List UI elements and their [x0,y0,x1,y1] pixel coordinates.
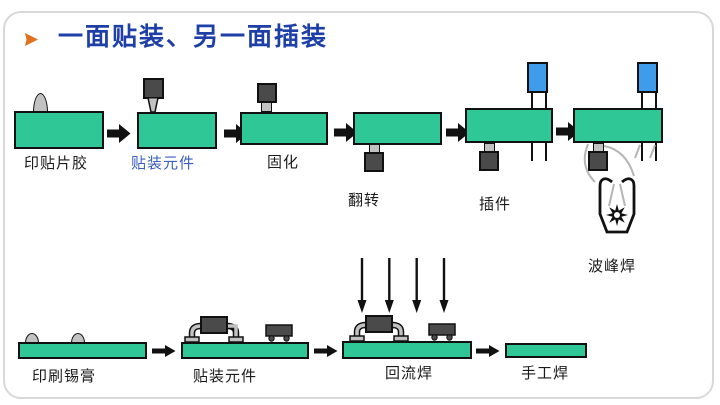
step-label: 印贴片胶 [24,154,89,172]
flow-arrow-icon [152,345,176,357]
component-body [588,151,608,171]
pcb-board [137,112,217,149]
step-label: 翻转 [348,191,381,209]
bullet-icon [25,33,38,46]
component-body [479,151,499,171]
component-pedestal [261,102,272,112]
flow-arrow-icon [107,124,131,143]
flow-arrow-icon [476,345,500,357]
step-label: 固化 [267,153,300,171]
step-label: 插件 [479,195,512,213]
component-body [364,152,384,172]
step-label: 手工焊 [521,364,570,382]
step-label: 贴装元件 [193,367,258,385]
placement-nozzle-head [143,78,164,99]
chip-component-icon [428,323,456,341]
step-label: 回流焊 [385,364,434,382]
slide-border [3,11,714,399]
pcb-board [465,108,553,143]
smd-ic-icon [349,315,409,342]
pcb-board [505,343,587,358]
step-label: 印刷锡膏 [32,367,97,385]
capacitor-lead [531,143,533,161]
step-label: 贴装元件 [131,154,196,172]
pcb-board [573,108,663,143]
capacitor-lead [545,143,547,161]
capacitor [527,62,548,93]
pcb-board [342,341,472,359]
flow-arrow-icon [446,123,470,142]
pcb-board [18,342,147,359]
capacitor-lead [531,93,533,109]
placement-nozzle-tip [147,97,159,113]
capacitor-lead [545,93,547,109]
flow-arrow-icon [334,123,358,142]
step-label: 波峰焊 [588,257,637,275]
capacitor [637,62,658,93]
capacitor-lead [655,143,657,161]
pcb-board [14,111,104,149]
capacitor-lead [641,143,643,161]
capacitor-lead [655,93,657,109]
flow-arrow-icon [314,345,338,357]
component-body [257,83,277,103]
solder-splash-icon [583,143,656,183]
capacitor-lead [641,93,643,109]
wave-solder-pot-icon [598,177,636,234]
pcb-board [353,112,442,145]
smd-ic-icon [184,316,244,343]
chip-component-icon [265,324,293,342]
pcb-board [181,342,309,359]
slide-title: 一面贴装、另一面插装 [58,22,329,51]
pcb-board [240,112,328,145]
heat-arrows-icon [357,258,449,313]
